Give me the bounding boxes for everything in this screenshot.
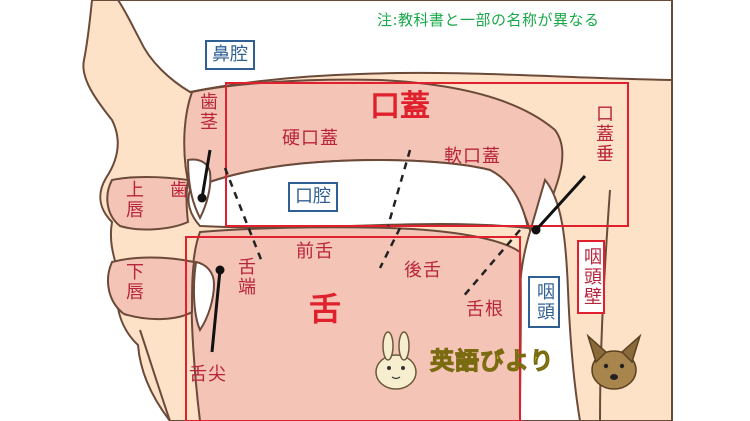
- upper-lip-label: 上唇: [123, 180, 144, 220]
- hard-palate-label: 硬口蓋: [282, 128, 339, 149]
- upper-lip-shape: [106, 176, 190, 231]
- uvula-pointer: [534, 174, 587, 232]
- nasal-passage: [116, 0, 673, 94]
- tongue-tip-label: 舌尖: [189, 364, 227, 385]
- uvula-label: 口蓋垂: [593, 104, 614, 164]
- hard-soft-divider: [386, 149, 412, 227]
- tongue-highlight-box: [185, 236, 521, 421]
- tongue-tip-pointer-dot: [215, 265, 225, 275]
- uvula-pointer-dot: [531, 225, 541, 235]
- lower-lip-shape: [107, 256, 196, 321]
- tongue-tip-pointer: [210, 269, 222, 353]
- chin-line: [139, 329, 171, 421]
- nasal-cavity-label: 鼻腔: [205, 40, 255, 70]
- blade-divider: [223, 167, 264, 263]
- note-text: 注:教科書と一部の名称が異なる: [377, 11, 600, 29]
- teeth-label: 歯: [170, 180, 189, 201]
- alveolar-ridge-label: 歯茎: [197, 92, 218, 132]
- pharyngeal-wall-label: 咽頭壁: [577, 240, 605, 314]
- oral-cavity-label: 口腔: [288, 182, 338, 212]
- brand-logo-text: 英語びより: [430, 347, 555, 376]
- tongue-label: 舌: [309, 290, 342, 328]
- back-tongue-label: 後舌: [404, 260, 442, 281]
- tongue-blade-label: 舌端: [235, 257, 256, 297]
- tongue-root-label: 舌根: [466, 299, 504, 320]
- soft-palate-label: 軟口蓋: [444, 146, 501, 167]
- alveolar-pointer-dot: [197, 193, 207, 203]
- pharynx-label: 咽頭: [528, 276, 560, 328]
- back-root-divider: [461, 229, 521, 299]
- rabbit-mascot-icon: [375, 331, 417, 390]
- front-tongue-label: 前舌: [296, 241, 334, 262]
- alveolar-pointer: [200, 149, 212, 199]
- palate-highlight-box: [225, 82, 629, 227]
- dog-mascot-icon: [586, 333, 642, 390]
- lower-tooth: [192, 260, 216, 333]
- palate-label: 口蓋: [370, 89, 430, 124]
- lower-lip-label: 下唇: [123, 262, 144, 302]
